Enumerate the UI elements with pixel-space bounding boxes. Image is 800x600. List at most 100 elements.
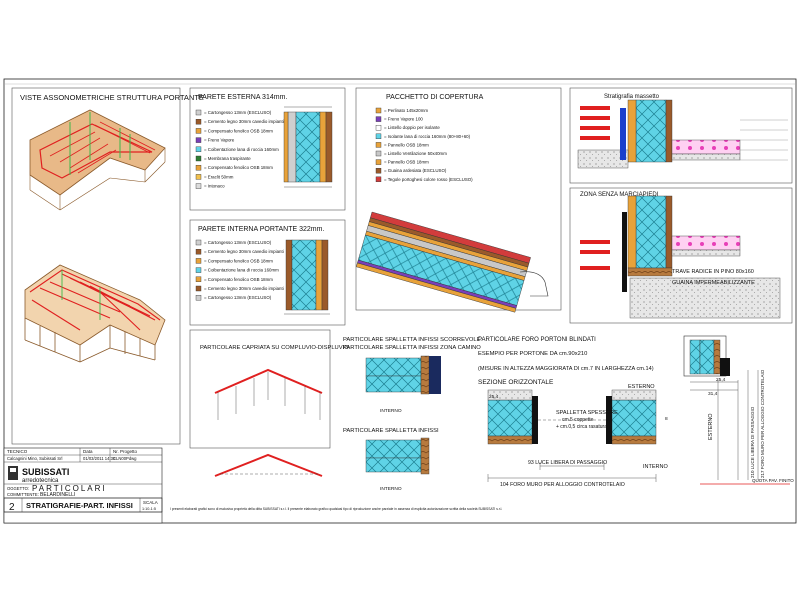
panel-truss-detail: PARTICOLARE CAPRIATA SU COMPLUVIO-DISPLU… bbox=[189, 329, 349, 477]
legend-label: = Compensato fenolico OSB 18mm bbox=[204, 165, 273, 170]
legend-swatch bbox=[195, 174, 202, 180]
company-sub: arredotecnica bbox=[22, 478, 59, 484]
legend-swatch bbox=[375, 176, 382, 183]
foro-interno: INTERNO bbox=[643, 464, 668, 470]
vsec-dim-2: 31,4 bbox=[708, 391, 718, 397]
legend-label: = Eraclit 50mm bbox=[204, 174, 234, 179]
legend-label: = Listello doppio per isolante bbox=[384, 125, 440, 130]
legend-label: = Coibentazione lana di roccia 160mm bbox=[204, 147, 279, 152]
legend-swatch bbox=[195, 146, 202, 153]
legend-label: = Cemento legno 30mm cavedio impianti bbox=[204, 286, 284, 291]
foro-spalletta-2: cm.5 coppette bbox=[562, 417, 594, 423]
legend-swatch bbox=[195, 248, 202, 255]
legend-label: = Tegole portoghesi colore rosso (ESCLUS… bbox=[384, 177, 473, 182]
vsec-quota: QUOTA PAV. FINITO bbox=[752, 478, 794, 483]
roof-legend: = Perlinato 145x20mm = Freno Vapore 100 = … bbox=[375, 107, 473, 183]
legend-label: = Pannello OSB 18mm bbox=[384, 142, 429, 147]
zona-note-membrane: GUAINA IMPERMEABILIZZANTE bbox=[672, 280, 755, 286]
foro-title: PARTICOLARE FORO PORTONI BLINDATI bbox=[478, 337, 596, 343]
vsec-foro-muro: 217 FORO MURO PER ALLOGGIO CONTROTELAIO bbox=[760, 369, 765, 478]
tb-progetto: CLN00Pdwg bbox=[113, 456, 137, 461]
legend-label: = Cartongesso 13mm (ESCLUSO) bbox=[204, 295, 272, 300]
tb-scale-label: SCALA bbox=[143, 500, 158, 505]
legend-swatch bbox=[375, 116, 382, 122]
foro-dim-2: 8 bbox=[665, 416, 668, 422]
tb-subject-label: OGGETTO: bbox=[7, 486, 29, 491]
legend-swatch bbox=[375, 167, 382, 174]
legend-label: = Intonaco bbox=[204, 184, 225, 189]
tb-scale-value: 1:10-1:5 bbox=[142, 507, 156, 511]
spall-interno-1: INTERNO bbox=[380, 408, 402, 414]
strat-title: Stratigrafia massetto bbox=[604, 94, 660, 100]
legend-swatch bbox=[195, 239, 202, 246]
legend-label: = Cartongesso 13mm (ESCLUSO) bbox=[204, 110, 272, 115]
tb-page-number: 2 bbox=[9, 502, 15, 513]
legend-swatch bbox=[195, 155, 202, 162]
legend-swatch bbox=[375, 124, 382, 131]
legend-label: = Compensato fenolico OSB 18mm bbox=[204, 258, 273, 263]
legend-label: = Membrana traspirante bbox=[204, 156, 251, 161]
foro-dim-1: 25,4 bbox=[489, 394, 499, 400]
foro-foro-muro: 104 FORO MURO PER ALLOGGIO CONTROTELAIO bbox=[500, 482, 625, 488]
vsec-esterno: ESTERNO bbox=[708, 413, 714, 440]
panel-exterior-wall: PARETE ESTERNA 314mm. = Cartongesso 13mm… bbox=[189, 87, 346, 211]
ext-wall-section bbox=[283, 106, 333, 188]
panel-vertical-section: 25,4 31,4 ESTERNO 210 LUCE LIBERA DI PAS… bbox=[683, 335, 794, 485]
tb-header-tecnico: TECNICO bbox=[7, 449, 28, 454]
legend-label: = Coibentazione lana di roccia 160mm bbox=[204, 268, 279, 273]
legend-swatch bbox=[195, 128, 202, 134]
capriata-title: PARTICOLARE CAPRIATA SU COMPLUVIO-DISPLU… bbox=[200, 345, 349, 351]
legend-label: = Cemento legno 30mm cavedio impianti bbox=[204, 249, 284, 254]
legend-label: = Pannello OSB 18mm bbox=[384, 160, 429, 165]
legend-label: = Cemento legno 30mm cavedio impianti bbox=[204, 119, 284, 124]
foro-spalletta-3: + cm.0,5 circa rasatura bbox=[556, 424, 607, 430]
vsec-dim-1: 25,4 bbox=[716, 377, 726, 383]
legend-swatch bbox=[195, 295, 202, 301]
panel-door-opening: PARTICOLARE FORO PORTONI BLINDATI ESEMPI… bbox=[478, 337, 668, 488]
axon-view-1 bbox=[29, 109, 166, 211]
legend-swatch bbox=[375, 159, 382, 165]
panel-zone-no-sidewalk: ZONA SENZA MARCIAPIEDI TRAVE RADICE IN P… bbox=[569, 187, 793, 324]
legend-swatch bbox=[195, 164, 202, 171]
axon-view-2 bbox=[24, 264, 166, 363]
int-wall-title: PARETE INTERNA PORTANTE 322mm. bbox=[198, 226, 324, 233]
tb-tecnico: Calcagnini Mino, Subissati Srl bbox=[7, 456, 62, 461]
company-name: SUBISSATI bbox=[22, 467, 69, 477]
int-wall-legend: = Cartongesso 13mm (ESCLUSO) = Cemento le… bbox=[195, 239, 284, 301]
legend-swatch bbox=[195, 267, 202, 273]
legend-swatch bbox=[195, 183, 202, 189]
foro-note: (MISURE IN ALTEZZA MAGGIORATA DI cm.7 IN… bbox=[478, 366, 654, 372]
zona-title: ZONA SENZA MARCIAPIEDI bbox=[580, 192, 659, 198]
tb-header-progetto: Nr. Progetto bbox=[113, 449, 138, 454]
panel-roof: PACCHETTO DI COPERTURA = Perlinato 145x2… bbox=[355, 87, 562, 313]
panel-window-jamb: PARTICOLARE SPALLETTA INFISSI SCORREVOLE… bbox=[343, 337, 481, 492]
legend-swatch bbox=[375, 142, 382, 148]
spall-title-2: PARTICOLARE SPALLETTA INFISSI ZONA CAMIN… bbox=[343, 345, 481, 351]
legend-label: = Listello Ventilazione 50x40mm bbox=[384, 151, 447, 156]
legend-label: = Freno Vapore bbox=[204, 138, 235, 143]
title-block: TECNICO Data Nr. Progetto Calcagnini Min… bbox=[3, 447, 502, 524]
tb-title: STRATIGRAFIE-PART. INFISSI bbox=[26, 501, 133, 510]
legend-swatch bbox=[195, 137, 202, 143]
legend-label: = Freno Vapore 100 bbox=[384, 117, 423, 122]
roof-title: PACCHETTO DI COPERTURA bbox=[386, 94, 484, 101]
vsec-luce: 210 LUCE LIBERA DI PASSAGGIO bbox=[750, 406, 755, 478]
spall-interno-2: INTERNO bbox=[380, 486, 402, 492]
tb-client-label: COMMITTENTE: bbox=[7, 492, 39, 497]
panel-interior-wall: PARETE INTERNA PORTANTE 322mm. = Cartong… bbox=[189, 219, 346, 326]
foro-section: SEZIONE ORIZZONTALE bbox=[478, 379, 554, 386]
legend-swatch bbox=[195, 109, 202, 116]
tb-disclaimer: I presenti elaborati grafici sono di esc… bbox=[170, 507, 502, 511]
spall-title-1: PARTICOLARE SPALLETTA INFISSI SCORREVOLE bbox=[343, 337, 481, 343]
foro-example: ESEMPIO PER PORTONE DA cm.90x210 bbox=[478, 351, 587, 357]
legend-label: = Cartongesso 13mm (ESCLUSO) bbox=[204, 240, 272, 245]
legend-label: = Perlinato 145x20mm bbox=[384, 108, 428, 113]
panel-floor-stratigraphy: Stratigrafia massetto bbox=[569, 87, 793, 184]
legend-swatch bbox=[375, 107, 382, 114]
ext-wall-title: PARETE ESTERNA 314mm. bbox=[198, 94, 287, 101]
legend-swatch bbox=[375, 150, 382, 157]
tb-client: BELARDINELLI bbox=[40, 492, 75, 498]
tb-header-data: Data bbox=[83, 449, 93, 454]
axon-title: VISTE ASSONOMETRICHE STRUTTURA PORTANTE bbox=[20, 93, 204, 102]
